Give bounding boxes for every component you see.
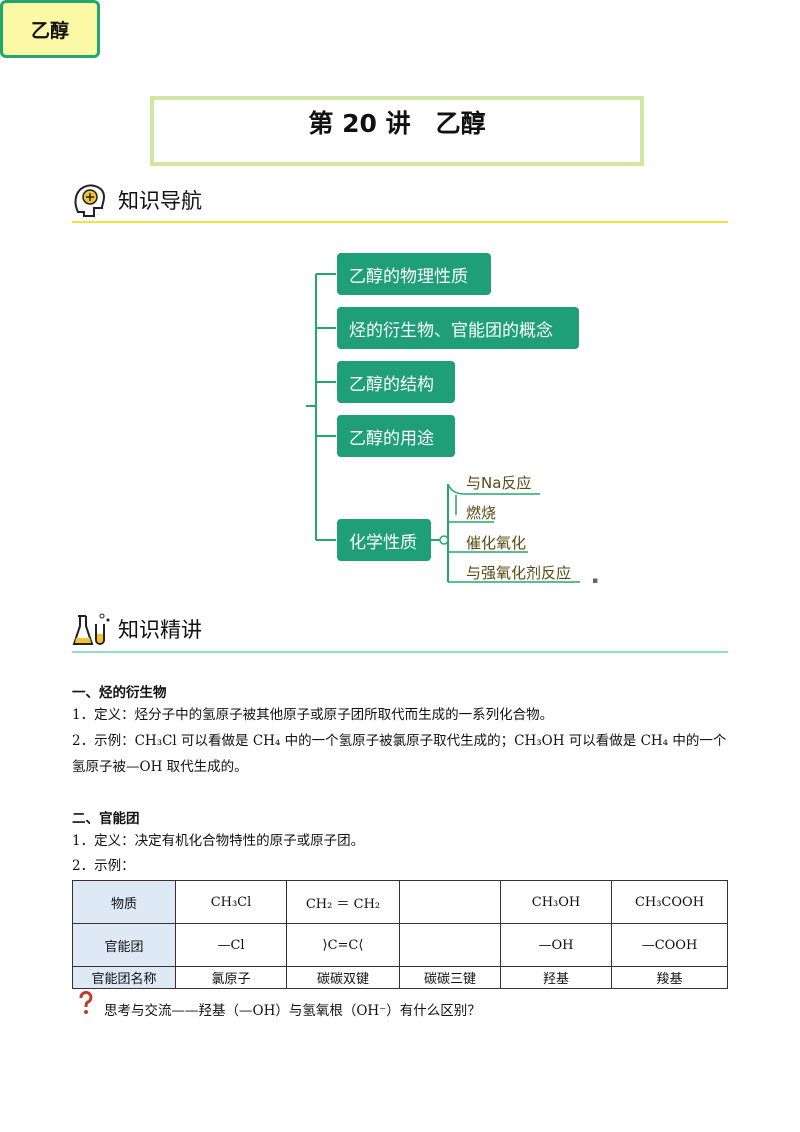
bond-right-icon: ⟨ (358, 937, 364, 953)
table-row: 物质 CH₃Cl CH₂ ＝ CH₂ CH₃OH CH₃COOH (72, 880, 728, 924)
table-row: 官能团 —Cl ⟩C=C⟨ —OH —COOH (72, 923, 728, 967)
section-divider (72, 221, 728, 223)
example-text-cont: 氢原子被—OH 取代生成的。 (72, 759, 248, 775)
think-discuss-text: 思考与交流——羟基（—OH）与氢氧根（OH⁻）有什么区别？ (104, 1003, 481, 1019)
example-text: 2．示例：CH₃Cl 可以看做是 CH₄ 中的一个氢原子被氯原子取代生成的；CH… (72, 733, 727, 749)
table-cell: CH₃OH (500, 880, 612, 924)
mindmap-leaf: 催化氧化 (466, 534, 527, 552)
table-cell: —Cl (175, 923, 287, 967)
heading-functional-group: 二、官能团 (72, 811, 140, 827)
flask-icon (72, 610, 112, 650)
mindmap-root: 乙醇 (0, 0, 100, 58)
bond-left-icon: ⟩ (322, 937, 328, 953)
functional-group-table: 物质 CH₃Cl CH₂ ＝ CH₂ CH₃OH CH₃COOH 官能团 —Cl… (72, 880, 728, 989)
table-cell: —OH (500, 923, 612, 967)
table-row: 官能团名称 氯原子 碳碳双键 碳碳三键 羟基 羧基 (72, 966, 728, 989)
mindmap-leaf: 与Na反应 (466, 474, 532, 492)
title-frame (150, 96, 644, 166)
mindmap-branch: 乙醇的用途 (337, 415, 455, 457)
table-cell: 碳碳双键 (286, 966, 400, 989)
table-cell: 官能团名称 (72, 966, 176, 989)
table-cell: 碳碳三键 (399, 966, 501, 989)
mindmap-branch: 烃的衍生物、官能团的概念 (337, 307, 579, 349)
question-mark-icon (76, 990, 96, 1016)
table-cell: 羟基 (500, 966, 612, 989)
double-bond-label: C=C (327, 937, 359, 953)
table-cell: 氯原子 (175, 966, 287, 989)
table-cell: 官能团 (72, 923, 176, 967)
mindmap-leaf: 与强氧化剂反应 (466, 564, 572, 582)
brain-icon (72, 182, 108, 220)
mindmap-connectors (306, 273, 580, 583)
table-cell: CH₃COOH (611, 880, 728, 924)
paragraph-mark-icon: ▪ (592, 576, 599, 586)
definition-text: 1．定义：决定有机化合物特性的原子或原子团。 (72, 833, 365, 849)
table-cell: 羧基 (611, 966, 728, 989)
section-title-detail: 知识精讲 (118, 618, 202, 642)
table-cell (399, 923, 501, 967)
heading-derivatives: 一、烃的衍生物 (72, 685, 167, 701)
section-divider (72, 651, 728, 653)
page-title: 第 20 讲 乙醇 (308, 109, 486, 138)
mindmap-branch: 乙醇的结构 (337, 361, 455, 403)
table-cell: —COOH (611, 923, 728, 967)
table-cell: CH₂ ＝ CH₂ (286, 880, 400, 924)
section-title-nav: 知识导航 (118, 189, 202, 213)
example-label: 2．示例： (72, 858, 135, 874)
mindmap-branch: 乙醇的物理性质 (337, 253, 491, 295)
definition-text: 1．定义：烃分子中的氢原子被其他原子或原子团所取代而生成的一系列化合物。 (72, 707, 554, 723)
table-cell-double-bond: ⟩C=C⟨ (286, 923, 400, 967)
mindmap-leaf: 燃烧 (466, 504, 497, 522)
table-cell: 物质 (72, 880, 176, 924)
table-cell (399, 880, 501, 924)
mindmap-branch: 化学性质 (337, 519, 431, 561)
table-cell: CH₃Cl (175, 880, 287, 924)
